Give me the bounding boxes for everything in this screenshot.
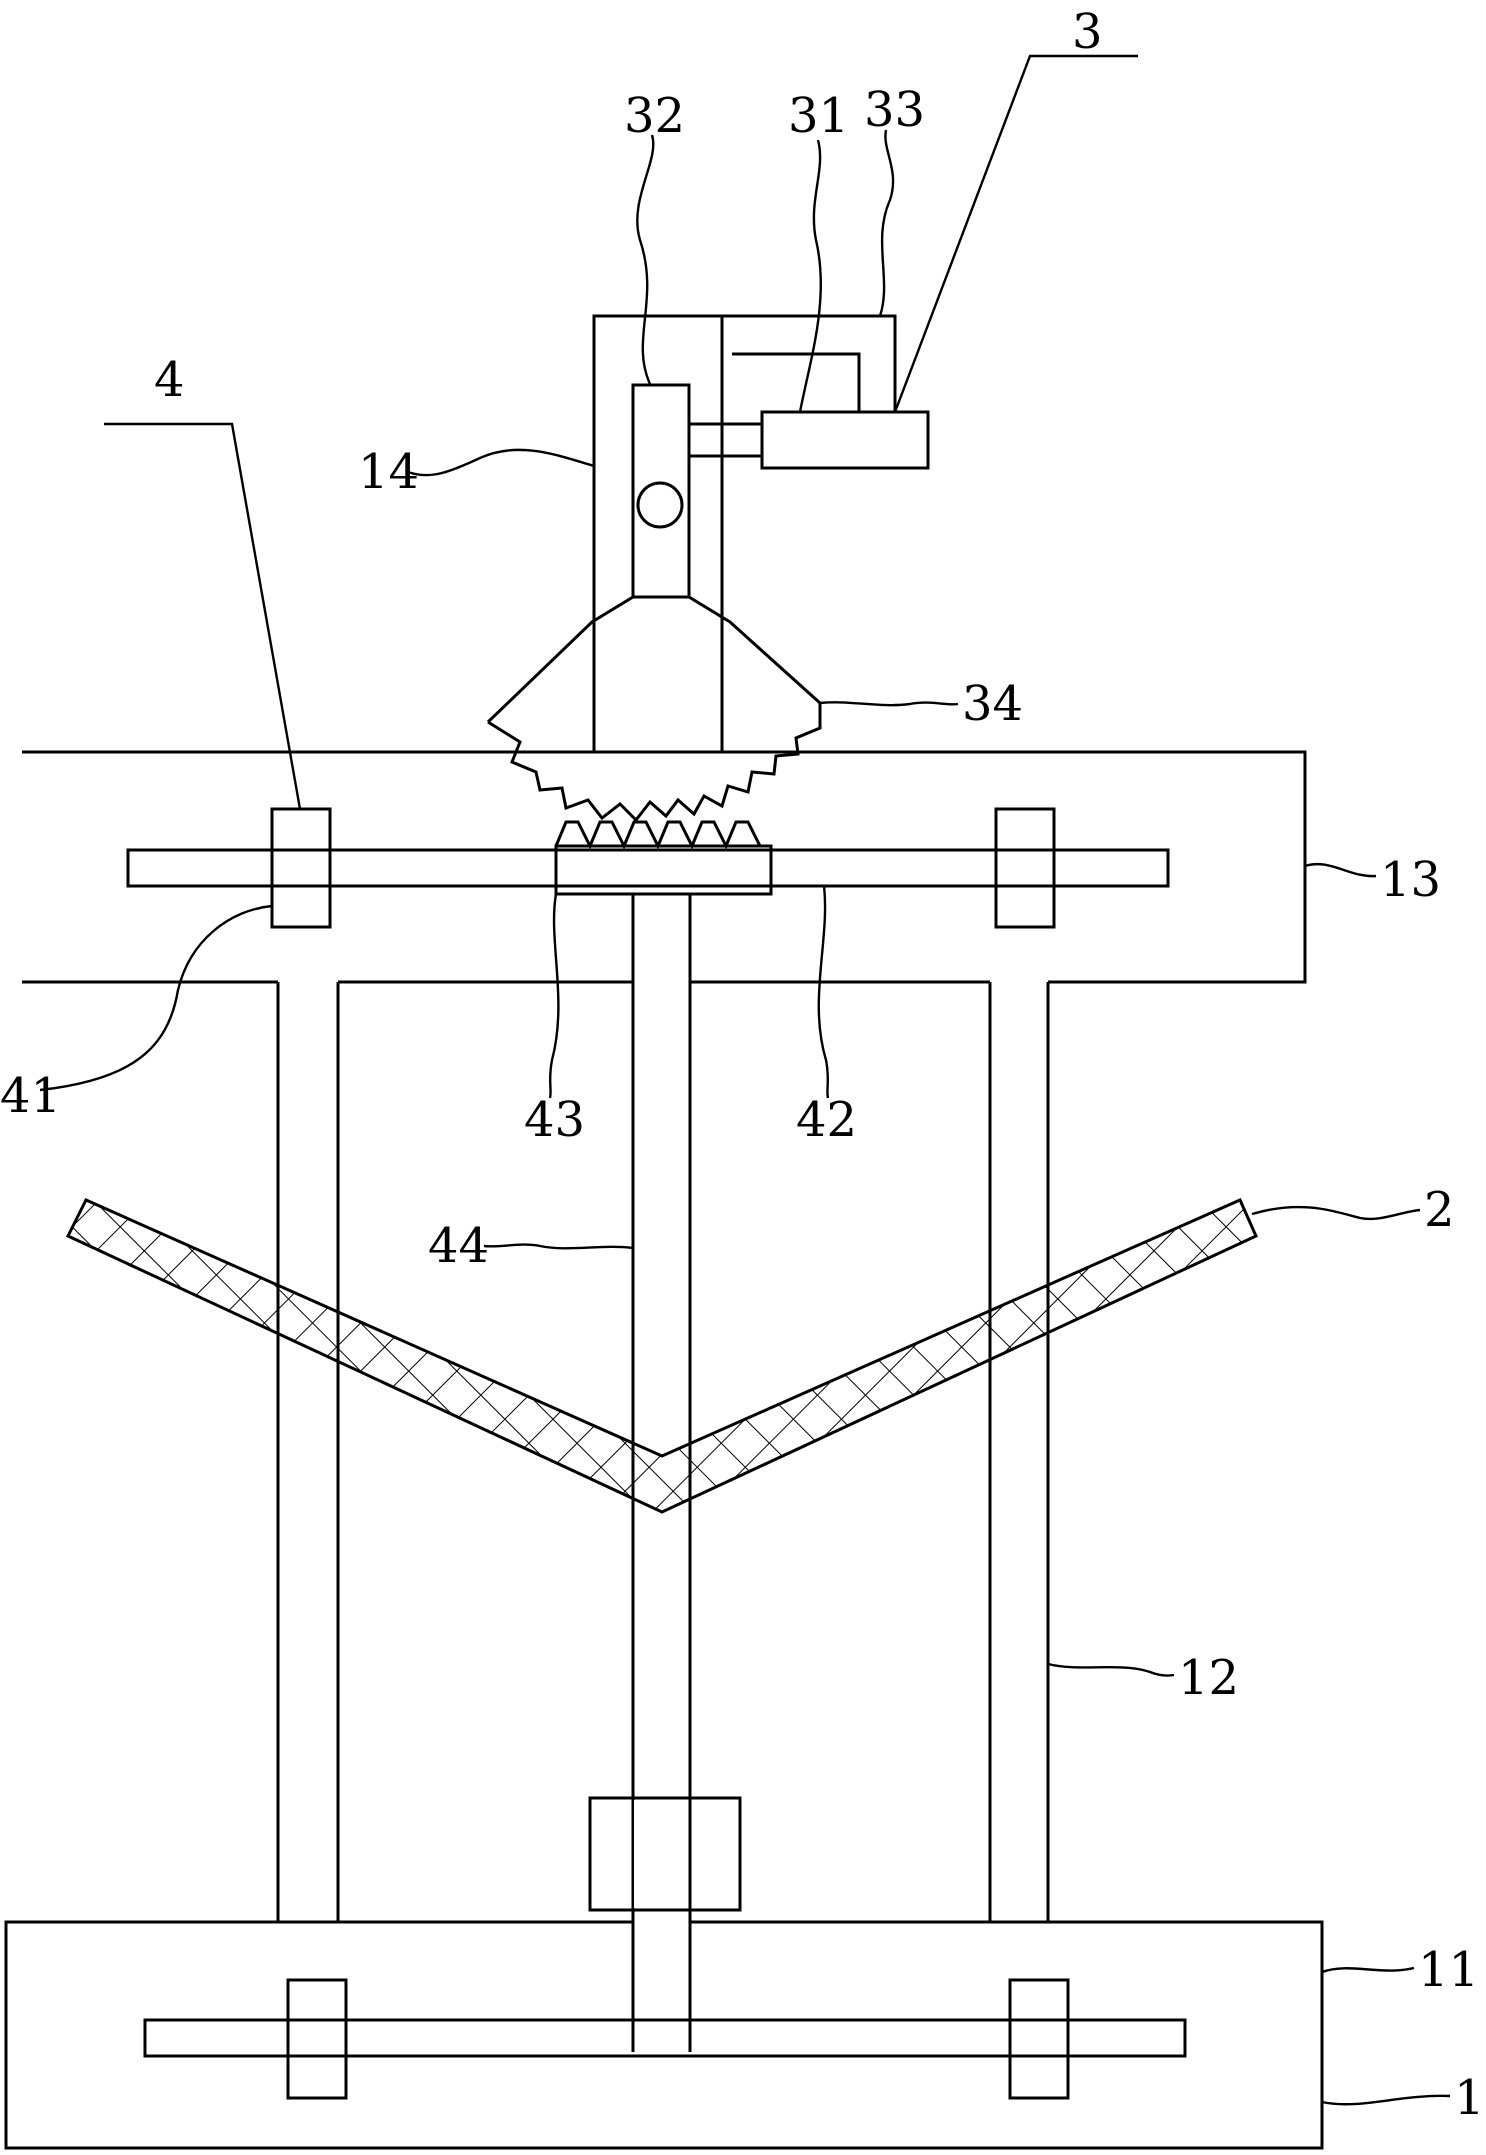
- swing-bar: [631, 383, 691, 599]
- reference-numerals: 3 32 31 33 4 14 34 13 41 43 42 44 2 12 1…: [0, 4, 1485, 2126]
- motor: [687, 410, 930, 470]
- label-33: 33: [864, 82, 925, 138]
- rack: [554, 820, 773, 896]
- label-3: 3: [1072, 4, 1103, 60]
- label-32: 32: [624, 88, 685, 144]
- label-42: 42: [796, 1092, 857, 1148]
- uprights: [276, 982, 1050, 1924]
- mount-plate: [592, 314, 724, 752]
- label-41: 41: [0, 1068, 61, 1124]
- label-13: 13: [1380, 852, 1441, 908]
- motor-bracket: [722, 314, 897, 412]
- leader-lines: [39, 54, 1451, 2106]
- label-4: 4: [154, 352, 185, 408]
- label-34: 34: [962, 676, 1023, 732]
- inner-frame: [336, 982, 992, 1922]
- top-beam: [22, 750, 1307, 984]
- slide-rail: [126, 848, 1170, 888]
- label-14: 14: [358, 444, 419, 500]
- slide-block: [270, 807, 1056, 929]
- label-1: 1: [1454, 2070, 1485, 2126]
- label-2: 2: [1424, 1182, 1455, 1238]
- label-43: 43: [524, 1092, 585, 1148]
- sector-gear: [486, 595, 822, 823]
- label-44: 44: [428, 1218, 489, 1274]
- screen: [65, 1198, 1258, 1514]
- label-31: 31: [788, 88, 849, 144]
- label-12: 12: [1178, 1650, 1239, 1706]
- base-plate: [4, 1920, 1324, 2150]
- label-11: 11: [1418, 1942, 1479, 1998]
